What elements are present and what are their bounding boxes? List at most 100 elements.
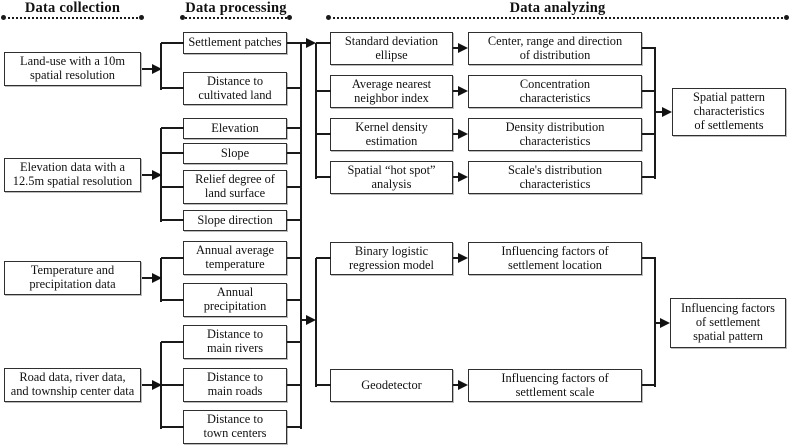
connector-line [287, 341, 302, 343]
connector-line [161, 384, 184, 386]
connector-line [287, 426, 302, 428]
box-influencing-factors-spatial-pattern: Influencing factors of settlement spatia… [670, 298, 786, 348]
connector-line [142, 277, 153, 279]
connector-line [642, 90, 656, 92]
arrowhead-icon [458, 129, 468, 139]
connector-line [642, 257, 656, 259]
connector-line [453, 133, 459, 135]
box-elevation-data: Elevation data with a 12.5m spatial reso… [4, 158, 141, 192]
section-divider-data-collection [1, 15, 144, 20]
connector-line [654, 258, 656, 387]
box-temperature-precipitation-data: Temperature and precipitation data [4, 261, 141, 295]
box-annual-precipitation: Annual precipitation [183, 283, 287, 317]
connector-line [161, 127, 184, 129]
box-slope-direction: Slope direction [183, 210, 287, 231]
arrowhead-icon [458, 86, 468, 96]
box-spatial-hot-spot: Spatial “hot spot” analysis [330, 161, 453, 194]
connector-line [655, 111, 663, 113]
box-slope: Slope [183, 143, 287, 164]
connector-line [161, 42, 184, 44]
connector-line [287, 152, 302, 154]
connector-line [453, 384, 459, 386]
connector-line [287, 127, 302, 129]
connector-line [142, 384, 153, 386]
connector-line [161, 299, 184, 301]
connector-line [642, 384, 656, 386]
box-concentration-characteristics: Concentration characteristics [468, 75, 642, 108]
connector-line [287, 384, 302, 386]
box-influencing-settlement-scale: Influencing factors of settlement scale [468, 369, 642, 402]
connector-line [453, 257, 459, 259]
box-distance-main-rivers: Distance to main rivers [183, 325, 287, 359]
box-distance-main-roads: Distance to main roads [183, 368, 287, 402]
connector-line [287, 42, 302, 44]
section-header-data-collection: Data collection [24, 0, 121, 16]
section-header-data-analyzing: Data analyzing [509, 0, 606, 16]
connector-line [287, 219, 302, 221]
connector-line [453, 90, 459, 92]
connector-line [315, 258, 317, 387]
arrowhead-icon [458, 43, 468, 53]
box-geodetector: Geodetector [330, 369, 453, 402]
arrowhead-icon [306, 38, 316, 48]
connector-line [655, 322, 661, 324]
section-header-data-processing: Data processing [185, 0, 287, 16]
connector-line [142, 68, 153, 70]
connector-line [287, 87, 302, 89]
box-std-deviation-ellipse: Standard deviation ellipse [330, 32, 453, 65]
box-spatial-pattern-characteristics: Spatial pattern characteristics of settl… [672, 88, 786, 136]
arrowhead-icon [152, 64, 162, 74]
arrowhead-icon [662, 107, 672, 117]
box-distance-cultivated-land: Distance to cultivated land [183, 72, 287, 105]
connector-line [300, 43, 302, 429]
connector-line [287, 299, 302, 301]
connector-line [316, 133, 331, 135]
connector-line [315, 43, 317, 179]
connector-line [316, 42, 331, 44]
box-avg-nearest-neighbor: Average nearest neighbor index [330, 75, 453, 108]
connector-line [287, 257, 302, 259]
connector-line [316, 257, 331, 259]
connector-line [287, 186, 302, 188]
connector-line [161, 152, 184, 154]
arrowhead-icon [458, 253, 468, 263]
box-scale-distribution: Scale's distribution characteristics [468, 161, 642, 194]
connector-line [316, 384, 331, 386]
connector-line [161, 219, 184, 221]
connector-line [654, 48, 656, 179]
connector-line [142, 174, 153, 176]
connector-line [301, 42, 307, 44]
connector-line [453, 176, 459, 178]
arrowhead-icon [660, 318, 670, 328]
connector-line [161, 426, 184, 428]
section-divider-data-analyzing [326, 15, 789, 20]
box-distance-town-centers: Distance to town centers [183, 410, 287, 444]
box-binary-logistic-regression: Binary logistic regression model [330, 242, 453, 275]
box-density-distribution: Density distribution characteristics [468, 118, 642, 151]
arrowhead-icon [152, 273, 162, 283]
connector-line [316, 90, 331, 92]
connector-line [453, 47, 459, 49]
box-settlement-patches: Settlement patches [183, 32, 287, 54]
arrowhead-icon [306, 315, 316, 325]
connector-line [642, 176, 656, 178]
section-divider-data-processing [180, 15, 292, 20]
arrowhead-icon [458, 172, 468, 182]
arrowhead-icon [458, 380, 468, 390]
box-center-range-direction: Center, range and direction of distribut… [468, 32, 642, 65]
box-annual-avg-temperature: Annual average temperature [183, 241, 287, 275]
connector-line [161, 186, 184, 188]
connector-line [301, 319, 307, 321]
box-kernel-density: Kernel density estimation [330, 118, 453, 151]
box-relief-degree: Relief degree of land surface [183, 170, 287, 204]
box-road-river-township-data: Road data, river data, and township cent… [4, 368, 141, 402]
arrowhead-icon [152, 380, 162, 390]
connector-line [642, 47, 656, 49]
connector-line [316, 176, 331, 178]
box-influencing-settlement-location: Influencing factors of settlement locati… [468, 242, 642, 275]
connector-line [161, 341, 184, 343]
arrowhead-icon [152, 170, 162, 180]
box-elevation: Elevation [183, 118, 287, 139]
connector-line [161, 257, 184, 259]
